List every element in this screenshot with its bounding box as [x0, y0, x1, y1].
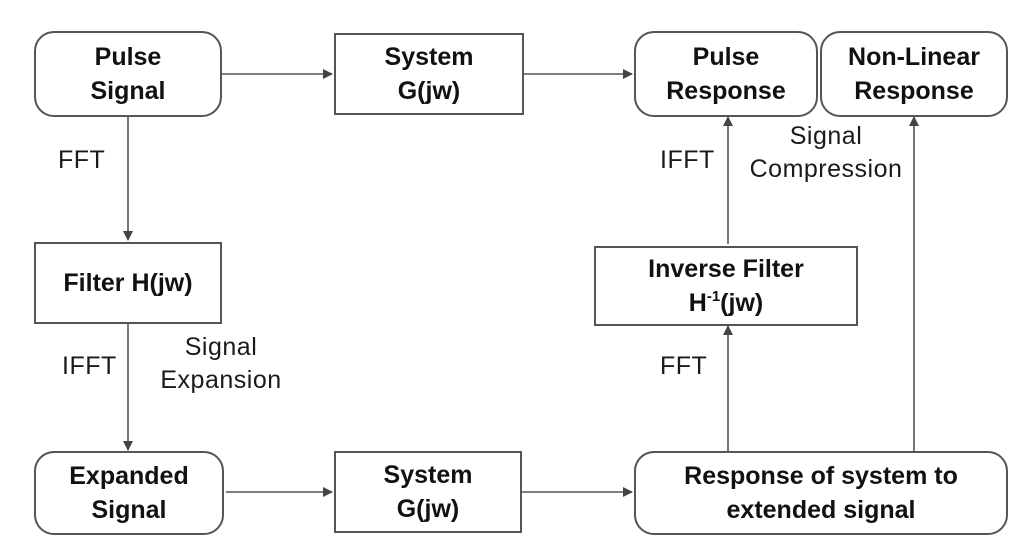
node-filter-text: Filter H(jw) — [63, 266, 192, 301]
node-system-top-line1: System — [385, 43, 474, 71]
node-system-bottom-line1: System — [384, 461, 473, 489]
node-system-bottom: SystemG(jw) — [334, 451, 522, 533]
node-pulse-signal-line2: Signal — [90, 77, 165, 105]
label-ifft-left: IFFT — [62, 350, 117, 383]
node-inverse-filter-jw: (jw) — [720, 289, 763, 317]
label-signal-expansion-line2: Expansion — [160, 366, 281, 394]
label-ifft-right: IFFT — [660, 144, 715, 177]
node-expanded-signal: ExpandedSignal — [34, 451, 224, 535]
node-pulse-response-line1: Pulse — [693, 43, 760, 71]
node-nonlinear-response-line2: Response — [854, 77, 973, 105]
node-expanded-signal-line2: Signal — [91, 496, 166, 524]
label-signal-compression-line2: Compression — [750, 155, 903, 183]
node-pulse-response: PulseResponse — [634, 31, 818, 117]
label-signal-compression-line1: Signal — [790, 122, 863, 150]
node-inverse-filter-h: H — [689, 289, 707, 317]
node-response-extended-line1: Response of system to — [684, 462, 958, 490]
node-nonlinear-response: Non-LinearResponse — [820, 31, 1008, 117]
node-system-top: SystemG(jw) — [334, 33, 524, 115]
node-pulse-signal-line1: Pulse — [95, 43, 162, 71]
node-expanded-signal-line1: Expanded — [69, 462, 188, 490]
label-signal-expansion-line1: Signal — [185, 333, 258, 361]
label-fft-left: FFT — [58, 144, 105, 177]
node-inverse-filter-line1: Inverse Filter — [648, 255, 804, 283]
node-nonlinear-response-line1: Non-Linear — [848, 43, 980, 71]
node-system-top-line2: G(jw) — [398, 77, 461, 105]
node-inverse-filter-exponent: -1 — [707, 288, 720, 305]
node-response-extended-line2: extended signal — [727, 496, 916, 524]
node-filter: Filter H(jw) — [34, 242, 222, 324]
node-system-bottom-line2: G(jw) — [397, 495, 460, 523]
node-pulse-response-line2: Response — [666, 77, 785, 105]
label-signal-compression: Signal Compression — [734, 120, 918, 185]
node-pulse-signal: PulseSignal — [34, 31, 222, 117]
node-inverse-filter: Inverse Filter H-1(jw) — [594, 246, 858, 326]
label-fft-right: FFT — [660, 350, 707, 383]
label-signal-expansion: Signal Expansion — [146, 331, 296, 396]
node-response-extended: Response of system to extended signal — [634, 451, 1008, 535]
